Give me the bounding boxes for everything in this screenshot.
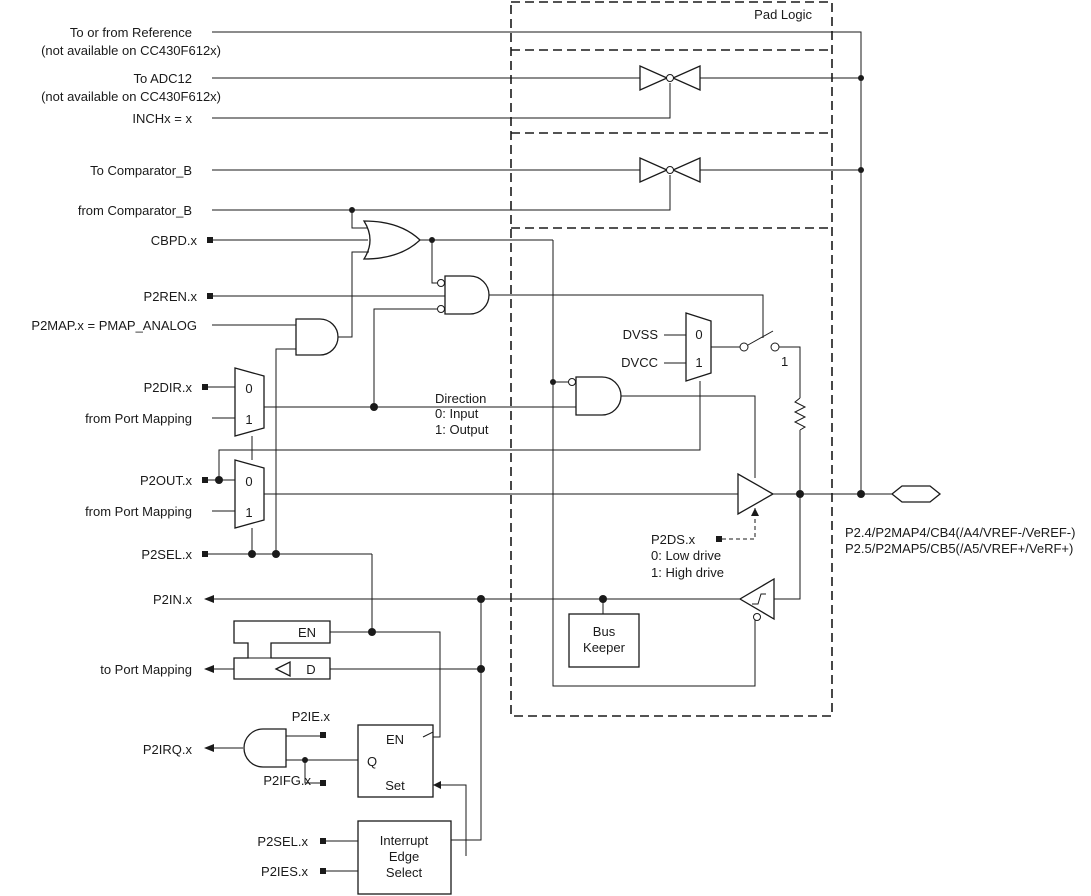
p2in-label: P2IN.x: [153, 592, 193, 607]
mux-out: 0 1: [234, 459, 265, 529]
svg-text:Set: Set: [385, 778, 405, 793]
svg-text:EN: EN: [386, 732, 404, 747]
mux-dvss-dvcc: 0 1 DVSS DVCC: [621, 312, 712, 382]
p2ifg-label: P2IFG.x: [263, 773, 311, 788]
svg-text:Bus: Bus: [593, 624, 616, 639]
direction-input: 0: Input: [435, 406, 479, 421]
pin-label-1: P2.4/P2MAP4/CB4(/A4/VREF-/VeREF-): [845, 525, 1075, 540]
input-terminals: [202, 237, 722, 874]
bus-keeper: Bus Keeper: [568, 613, 640, 668]
pin-label-2: P2.5/P2MAP5/CB5(/A5/VREF+/VeRF+): [845, 541, 1073, 556]
input-latch: EN D: [233, 620, 331, 680]
to-comp-label: To Comparator_B: [90, 163, 192, 178]
p2irq-label: P2IRQ.x: [143, 742, 193, 757]
and-gate-dir: [568, 376, 622, 416]
adc-label-2: (not available on CC430F612x): [41, 89, 221, 104]
signal-labels: To or from Reference (not available on C…: [31, 25, 330, 879]
direction-output: 1: Output: [435, 422, 489, 437]
svg-text:1: 1: [245, 412, 252, 427]
interrupt-edge-select: Interrupt Edge Select: [357, 820, 452, 895]
pad-logic-label: Pad Logic: [754, 7, 812, 22]
and-gate-pmap: [295, 318, 339, 356]
svg-text:1: 1: [695, 355, 702, 370]
low-drive-label: 0: Low drive: [651, 548, 721, 563]
mux-dir: 0 1: [234, 367, 265, 437]
inch-label: INCHx = x: [132, 111, 192, 126]
comparator-transmission-gate: [639, 156, 701, 184]
pad-logic-region: Pad Logic: [510, 1, 833, 717]
svg-text:Select: Select: [386, 865, 423, 880]
and-gate-ren: [437, 275, 490, 315]
dvss-label: DVSS: [623, 327, 659, 342]
p2ren-label: P2REN.x: [144, 289, 198, 304]
p2out-label: P2OUT.x: [140, 473, 193, 488]
p2dir-label: P2DIR.x: [144, 380, 193, 395]
pin-connector: P2.4/P2MAP4/CB4(/A4/VREF-/VeREF-) P2.5/P…: [845, 485, 1075, 556]
svg-text:0: 0: [245, 474, 252, 489]
p2ie-label: P2IE.x: [292, 709, 331, 724]
cbpd-label: CBPD.x: [151, 233, 198, 248]
svg-text:D: D: [306, 662, 315, 677]
dvcc-label: DVCC: [621, 355, 658, 370]
svg-text:Interrupt: Interrupt: [380, 833, 429, 848]
ref-label-1: To or from Reference: [70, 25, 192, 40]
annotations: Direction 0: Input 1: Output P2DS.x 0: L…: [435, 354, 788, 580]
junction-dots: [215, 75, 865, 763]
direction-label: Direction: [435, 391, 486, 406]
interrupt-flag-register: EN Q Set: [357, 724, 434, 798]
svg-text:0: 0: [695, 327, 702, 342]
arrowheads: [204, 508, 759, 789]
ref-label-2: (not available on CC430F612x): [41, 43, 221, 58]
adc-transmission-gate: [639, 64, 701, 92]
p2ds-label: P2DS.x: [651, 532, 696, 547]
p2sel2-label: P2SEL.x: [257, 834, 308, 849]
svg-text:1: 1: [245, 505, 252, 520]
p2ies-label: P2IES.x: [261, 864, 308, 879]
high-drive-label: 1: High drive: [651, 565, 724, 580]
svg-text:Keeper: Keeper: [583, 640, 626, 655]
svg-text:Q: Q: [367, 754, 377, 769]
schmitt-input-buffer: [738, 577, 775, 621]
analog-wires: [212, 31, 862, 494]
output-buffer: [737, 472, 775, 516]
from-pm-label-1: from Port Mapping: [85, 411, 192, 426]
from-comp-label: from Comparator_B: [78, 203, 192, 218]
or-gate: [362, 220, 421, 260]
svg-text:0: 0: [245, 381, 252, 396]
switch-one-label: 1: [781, 354, 788, 369]
from-pm-label-2: from Port Mapping: [85, 504, 192, 519]
and-gate-irq: [243, 728, 287, 768]
svg-text:Edge: Edge: [389, 849, 419, 864]
svg-text:EN: EN: [298, 625, 316, 640]
p2sel-label: P2SEL.x: [141, 547, 192, 562]
logic-wires: [208, 210, 892, 872]
p2map-label: P2MAP.x = PMAP_ANALOG: [31, 318, 197, 333]
adc-label-1: To ADC12: [133, 71, 192, 86]
to-pm-label: to Port Mapping: [100, 662, 192, 677]
